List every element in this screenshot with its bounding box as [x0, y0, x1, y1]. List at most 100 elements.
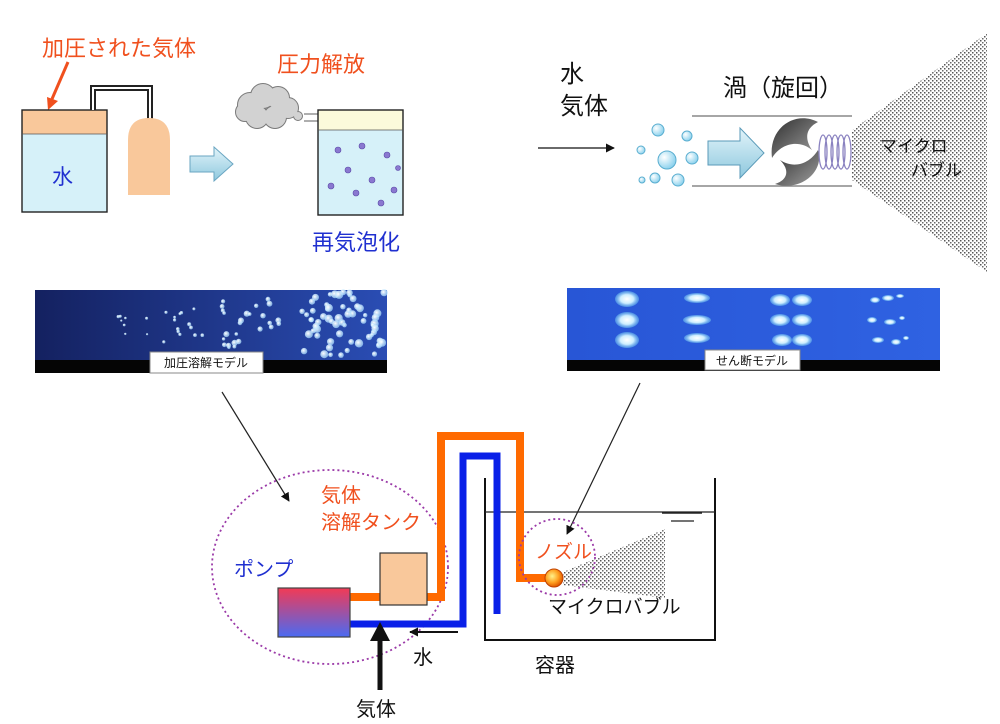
- bubble-dot: [327, 338, 335, 346]
- bubble-dot: [380, 289, 388, 297]
- bubble-dot: [247, 312, 252, 316]
- bubble-dot: [267, 320, 273, 326]
- pointer-arrow-pressurized: [221, 391, 290, 502]
- pump: [277, 587, 351, 638]
- bubble-dot: [338, 352, 344, 358]
- bubble-dot: [304, 312, 310, 318]
- pressurized-photo: 加圧溶解モデル: [35, 289, 388, 374]
- bubble-dot: [232, 344, 237, 349]
- dissolution-unit-boundary: [211, 469, 449, 665]
- bubble-dot: [164, 310, 168, 314]
- shear-photo: せん断モデル: [567, 288, 940, 371]
- bubble-dot: [178, 312, 182, 316]
- shear-swirl-schematic: 水 気体 渦（旋回） マイクロ バ: [538, 33, 987, 272]
- flow-arrow: [707, 126, 765, 180]
- caption-box: [704, 349, 801, 371]
- pointer-arrow-shear: [566, 382, 641, 535]
- microbubble-cone: [852, 33, 987, 272]
- gas-inlet-arrow: [370, 622, 390, 690]
- bubble-dot: [325, 344, 334, 352]
- bubble-dot: [221, 299, 226, 304]
- bubble-dot: [354, 339, 364, 348]
- bubble-dot: [336, 330, 344, 338]
- bubble-dot: [254, 303, 259, 308]
- bubble-dot: [300, 347, 308, 355]
- pressure-release-label: 圧力解放: [277, 53, 365, 78]
- bubble-dot: [334, 314, 343, 323]
- bubble-dot: [221, 337, 226, 341]
- bubble-dot: [257, 326, 263, 332]
- photo-bubbles: [615, 291, 909, 348]
- inflow-bubbles: [636, 123, 699, 187]
- bubble-dot: [354, 303, 361, 310]
- nozzle-label: ノズル: [535, 541, 592, 563]
- bubble-dot: [344, 347, 350, 354]
- bubble-dot: [173, 315, 177, 319]
- bubble-dot: [260, 313, 266, 319]
- bubble-dot: [146, 333, 149, 336]
- bubble-dot: [324, 303, 333, 312]
- bubble-dot: [349, 295, 357, 303]
- water-suction-pipe: [350, 452, 501, 628]
- dissolution-tank-label-line2: 溶解タンク: [321, 510, 421, 534]
- process-arrow: [189, 145, 234, 183]
- tank-headspace: [318, 110, 403, 130]
- pressurized-gas-label: 加圧された気体: [42, 37, 196, 62]
- dissolution-tank: [379, 552, 428, 606]
- released-gas-cloud: [235, 83, 318, 129]
- bubble-dot: [187, 322, 192, 327]
- bubble-dot: [312, 322, 320, 330]
- rebubbled-dots: [327, 142, 401, 207]
- bubble-dot: [223, 331, 230, 338]
- photo-bubbles: [116, 289, 388, 359]
- bubble-dot: [192, 307, 196, 311]
- nozzle-boundary: [518, 518, 596, 596]
- tank-water-layer: [318, 130, 403, 215]
- bubble-dot: [266, 300, 273, 307]
- microbubble-label: マイクロバブル: [548, 595, 681, 618]
- bubble-dot: [178, 332, 182, 336]
- bubble-dot: [365, 333, 373, 341]
- bubble-dot: [226, 342, 232, 348]
- caption-box: [149, 351, 264, 374]
- bubble-dot: [268, 324, 274, 330]
- nozzle: [544, 568, 564, 588]
- bubble-dot: [320, 350, 329, 359]
- bubble-dot: [335, 290, 344, 299]
- bubble-dot: [308, 317, 314, 323]
- bubble-dot: [222, 311, 226, 315]
- bubble-dot: [222, 342, 227, 348]
- bubble-dot: [145, 316, 149, 320]
- bubble-dot: [276, 321, 282, 327]
- microbubble-label-line2: バブル: [911, 160, 962, 181]
- bubble-dot: [238, 317, 244, 324]
- tank-water-layer: [22, 134, 107, 212]
- bubble-dot: [340, 304, 346, 310]
- pressurized-dissolution-schematic: 加圧された気体 水 圧力解放: [21, 37, 404, 256]
- pump-label: ポンプ: [234, 557, 293, 581]
- microbubble-label-line1: マイクロ: [880, 137, 948, 157]
- bubble-dot: [120, 319, 123, 322]
- bubble-dot: [304, 330, 313, 339]
- gas-supply-pipe: [90, 85, 153, 122]
- container-label: 容器: [535, 653, 575, 677]
- bubble-dot: [360, 318, 367, 324]
- bubble-dot: [118, 314, 122, 318]
- bubble-dot: [309, 307, 316, 314]
- bubble-dot: [124, 332, 127, 336]
- tank-gas-layer: [22, 110, 107, 134]
- dissolved-gas-pipe: [427, 432, 546, 601]
- bubble-dot: [371, 324, 379, 333]
- bubble-dot: [236, 338, 242, 345]
- bubble-dot: [312, 293, 319, 301]
- pressurized-photo-caption: 加圧溶解モデル: [164, 355, 248, 370]
- bubble-dot: [189, 325, 193, 330]
- microbubble-plume: [563, 529, 665, 598]
- bubble-dot: [363, 313, 368, 318]
- rebubbling-label: 再気泡化: [312, 231, 400, 256]
- bubble-dot: [299, 308, 305, 314]
- shear-photo-caption: せん断モデル: [716, 353, 788, 368]
- released-tank: [317, 109, 404, 216]
- shear-gas-label: 気体: [560, 92, 608, 120]
